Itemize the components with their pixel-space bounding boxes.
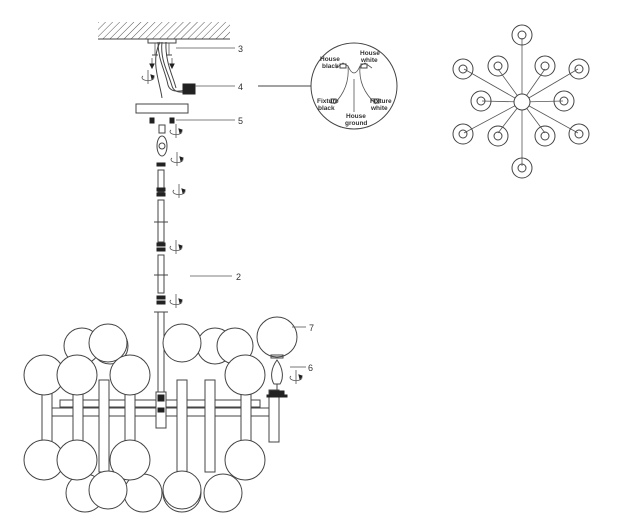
callout-7: 7: [309, 323, 314, 333]
ceiling: [98, 22, 230, 40]
label-fixture-white-1: Fixture: [370, 98, 392, 105]
label-house-white-2: white: [360, 57, 378, 64]
label-house-ground-1: House: [346, 113, 366, 120]
label-house-black-1: House: [320, 56, 340, 63]
label-fixture-black-1: Fixture: [317, 98, 339, 105]
down-rod: [154, 162, 232, 403]
bulb: [266, 359, 306, 398]
mounting-bracket: [147, 38, 235, 56]
label-house-black-2: black: [322, 63, 339, 70]
label-fixture-white-2: white: [370, 105, 388, 112]
callout-5: 5: [238, 116, 243, 126]
glass-globe: [256, 316, 306, 359]
loop-hook: [156, 124, 168, 157]
top-view: [452, 24, 590, 179]
callout-3: 3: [238, 44, 243, 54]
screw-arrows: [149, 58, 175, 70]
wires: [155, 41, 235, 99]
wiring-inset: House black House white Fixture black Fi…: [258, 42, 398, 130]
callout-4: 4: [238, 82, 243, 92]
label-house-white-1: House: [360, 50, 380, 57]
label-house-ground-2: ground: [345, 120, 367, 127]
callout-2: 2: [236, 272, 241, 282]
chandelier-body: [23, 323, 280, 513]
callout-labels: 3 4 5 2 7 6: [236, 44, 314, 373]
top-view-globes: [452, 24, 590, 179]
top-view-hub: [513, 93, 531, 111]
callout-6: 6: [308, 363, 313, 373]
canopy: [135, 103, 235, 124]
label-fixture-black-2: black: [318, 105, 335, 112]
